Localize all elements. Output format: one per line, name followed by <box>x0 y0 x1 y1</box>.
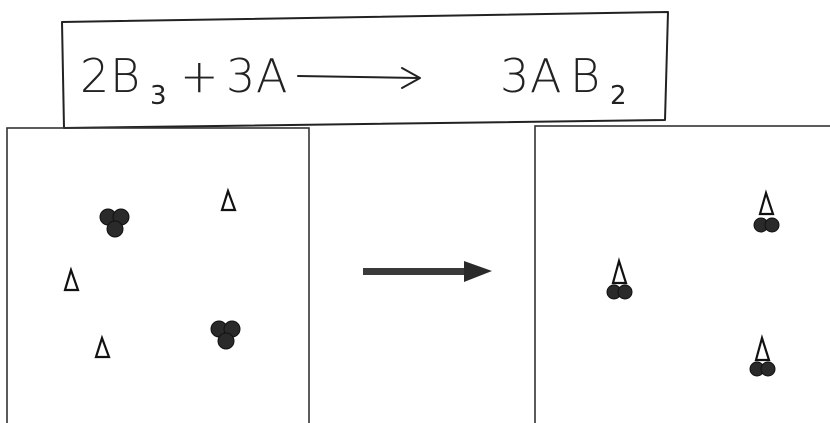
reactants-box <box>6 127 310 423</box>
b3-molecule <box>210 320 241 350</box>
sub-b: 3 <box>150 81 167 111</box>
b3-molecule <box>99 208 130 238</box>
a-atom <box>220 187 237 212</box>
equation-frame <box>61 11 669 129</box>
reactant-a: A <box>256 49 287 103</box>
coef-b: 2 <box>80 49 109 103</box>
ab2-molecule <box>606 257 633 300</box>
reactant-b: B <box>110 49 140 103</box>
reaction-arrow <box>363 261 492 282</box>
product-sub: 2 <box>610 81 627 111</box>
ab2-molecule <box>753 189 780 233</box>
plus-sign: + <box>180 49 219 103</box>
a-atom <box>63 266 80 292</box>
equation-arrow <box>297 67 421 89</box>
coef-a: 3 <box>226 49 255 103</box>
product-a: A <box>530 49 561 103</box>
product-b: B <box>570 49 600 103</box>
product-coef: 3 <box>500 49 529 103</box>
ab2-molecule <box>749 334 776 377</box>
equation: 2 B 3 + 3 A 3 A B 2 <box>80 49 627 111</box>
a-atom <box>94 334 111 359</box>
products-box <box>534 125 830 423</box>
